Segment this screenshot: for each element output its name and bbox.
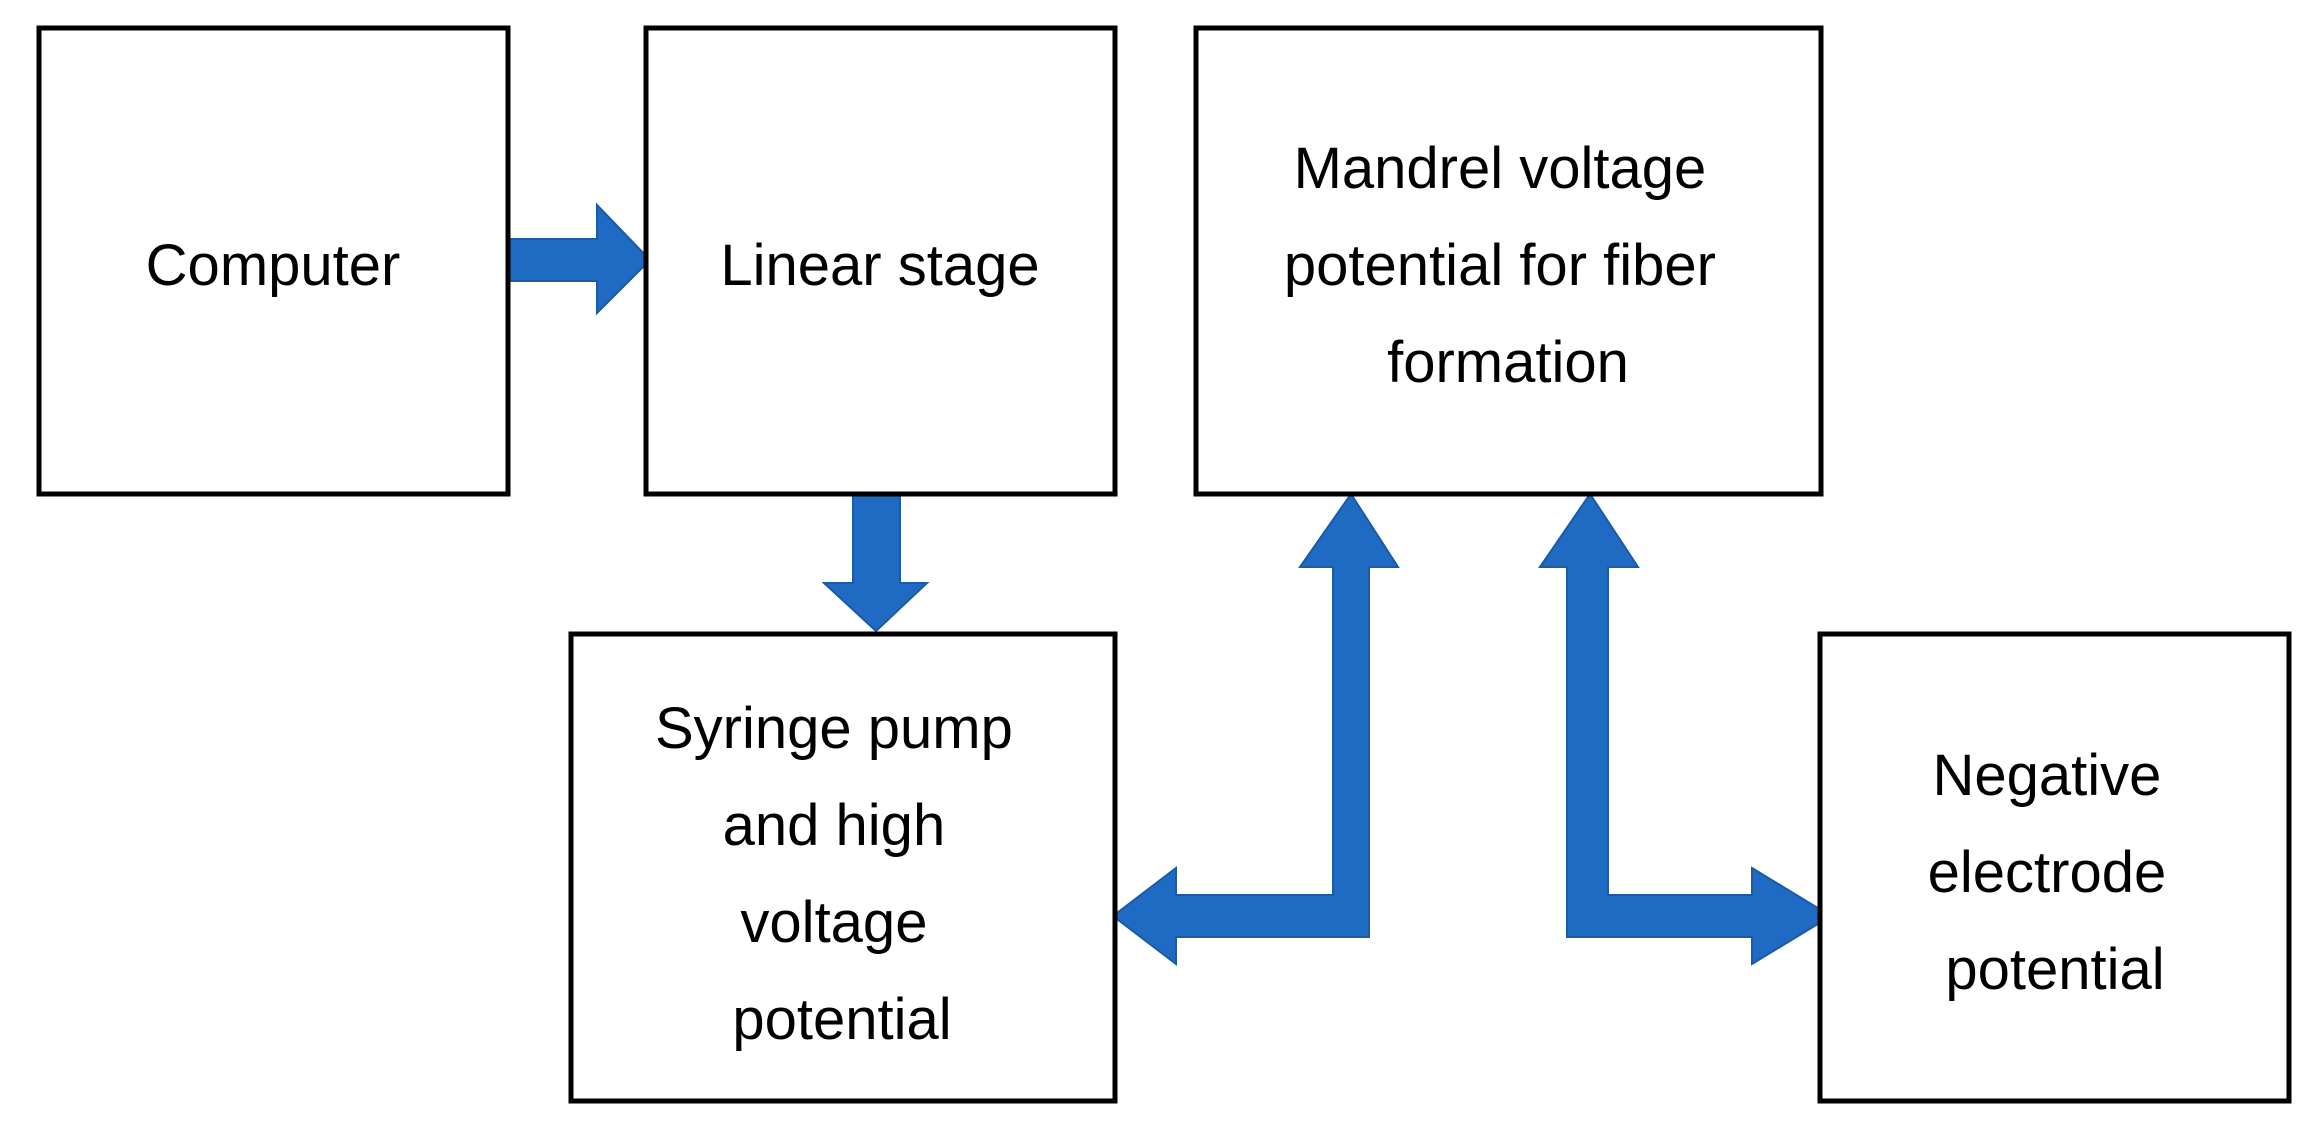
negative-electrode-label: Negative electrode potential (1928, 743, 2183, 1002)
double-arrow-mandrel-negative-electrode (1538, 492, 1833, 966)
mandrel-label-line-2: potential for fiber (1284, 233, 1716, 298)
double-arrow-syringe-pump-mandrel (1111, 492, 1400, 967)
syringe-label-line-4: potential (732, 987, 951, 1052)
mandrel-label-line-3: formation (1387, 330, 1629, 395)
negative-electrode-box (1817, 631, 2292, 1104)
syringe-label-line-2: and high (723, 793, 946, 858)
syringe-label-line-3: voltage (740, 890, 927, 955)
linear-stage-box (643, 25, 1118, 497)
negative-label-line-1: Negative (1932, 743, 2161, 808)
negative-label-line-2: electrode (1928, 840, 2167, 905)
arrow-linear-stage-to-syringe-pump (821, 493, 930, 633)
computer-label-line: Computer (146, 233, 401, 298)
syringe-label-line-1: Syringe pump (655, 696, 1013, 761)
mandrel-label-line-1: Mandrel voltage (1294, 136, 1707, 201)
computer-box (36, 25, 511, 497)
syringe-pump-label: Syringe pump and high voltage potential (655, 696, 1029, 1052)
syringe-pump-box (568, 631, 1118, 1104)
linear-stage-label-line: Linear stage (720, 233, 1039, 298)
mandrel-voltage-label: Mandrel voltage potential for fiber form… (1284, 136, 1732, 395)
linear-stage-label: Linear stage (720, 233, 1039, 298)
mandrel-voltage-box (1193, 25, 1824, 497)
negative-label-line-3: potential (1945, 937, 2164, 1002)
arrow-computer-to-linear-stage (505, 202, 652, 316)
computer-label: Computer (146, 233, 401, 298)
